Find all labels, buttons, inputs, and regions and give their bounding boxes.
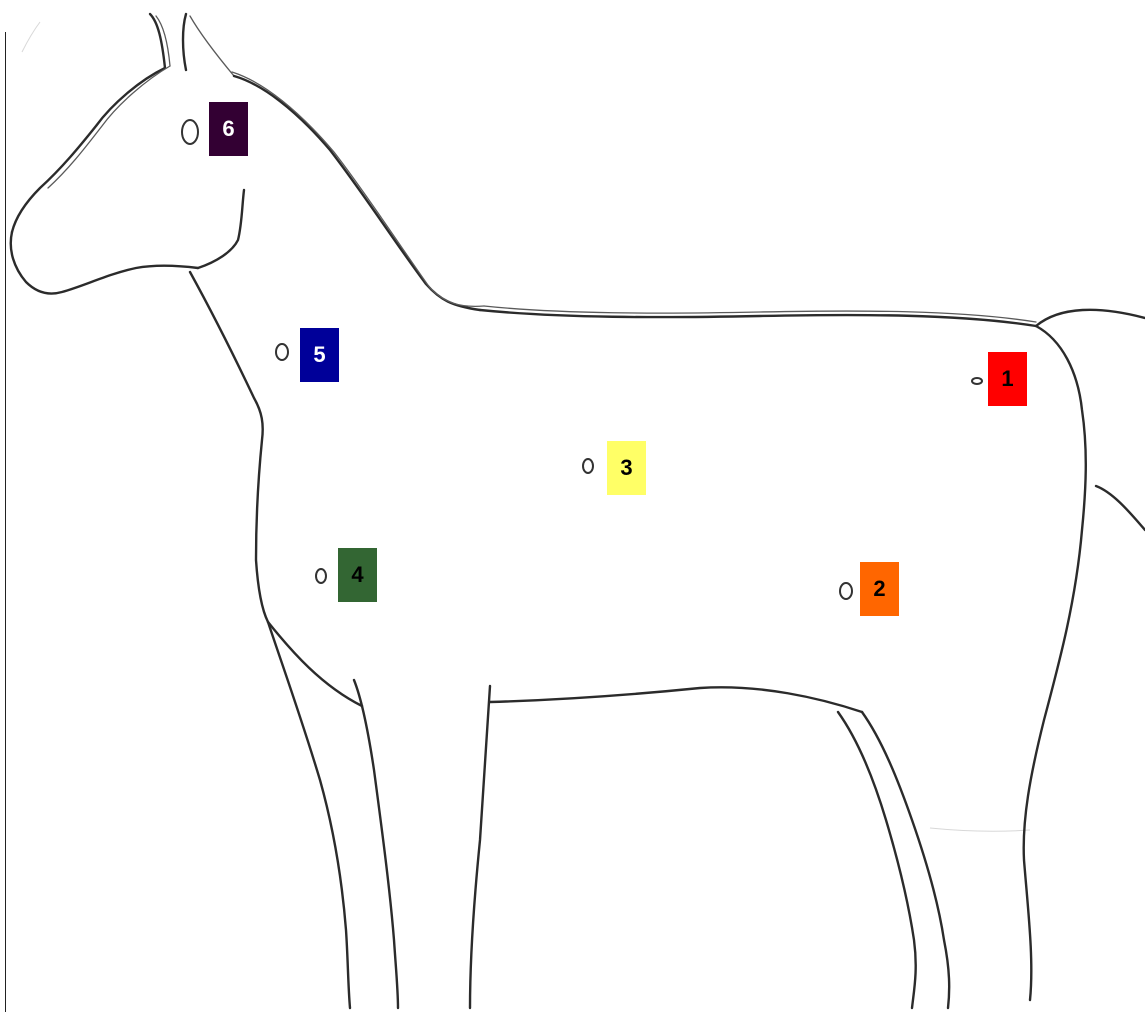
ear-right (183, 14, 186, 70)
tail-hang (1096, 486, 1145, 530)
label-2: 2 (860, 562, 899, 616)
marker-1 (972, 378, 982, 384)
tail (1036, 310, 1145, 326)
throat (190, 272, 268, 622)
ear-left (150, 14, 165, 68)
neck-crest (234, 76, 480, 310)
marker-5 (276, 344, 288, 360)
belly (490, 687, 862, 712)
marker-3 (583, 459, 593, 473)
marker-2 (840, 583, 852, 599)
rump (1024, 326, 1086, 1000)
muzzle (11, 232, 198, 294)
label-6: 6 (209, 102, 248, 156)
hind-leg-front (838, 712, 916, 1008)
front-leg-2 (470, 686, 490, 1008)
label-5: 5 (300, 328, 339, 382)
head-outline (12, 68, 165, 232)
front-leg-inner (354, 680, 398, 1008)
marker-6 (182, 120, 198, 144)
label-1: 1 (988, 352, 1027, 406)
label-3: 3 (607, 441, 646, 495)
label-4: 4 (338, 548, 377, 602)
marker-4 (316, 569, 326, 583)
jaw (198, 190, 244, 268)
hind-leg-back (862, 712, 949, 1008)
front-leg-back (268, 622, 350, 1008)
